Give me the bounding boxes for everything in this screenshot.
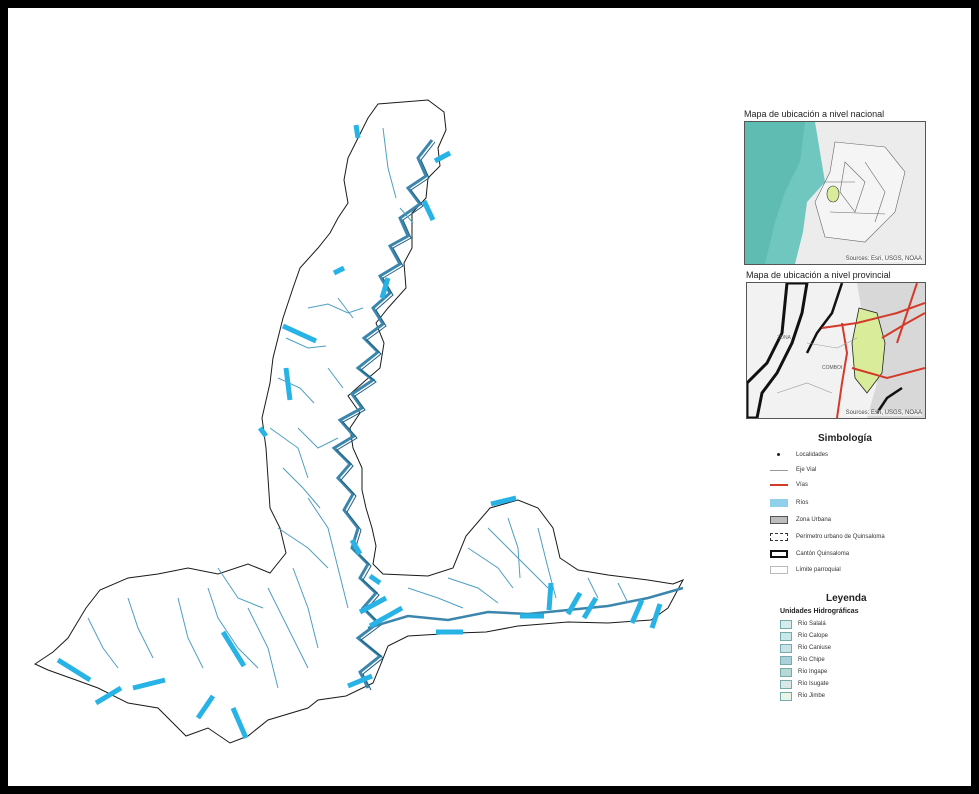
hydro-unit-item: Río Chipe xyxy=(780,655,825,665)
inset-provincial-label-left: ZONA xyxy=(777,335,791,341)
hydro-swatch xyxy=(780,631,792,641)
hydro-swatch xyxy=(780,643,792,653)
inset-provincial-label-center: COMBOI xyxy=(822,365,843,371)
symbology-item: Zona Urbana xyxy=(770,514,831,526)
symbology-item: Vías xyxy=(770,479,808,491)
legend-subtitle: Unidades Hidrográficas xyxy=(780,608,859,615)
hydro-swatch xyxy=(780,619,792,629)
hydro-unit-item: Río Jimbe xyxy=(780,691,825,701)
symbology-item: Localidades xyxy=(770,449,828,461)
hydro-swatch xyxy=(780,667,792,677)
legend-title: Leyenda xyxy=(826,593,867,604)
dot-icon xyxy=(770,451,788,459)
main-river-bank xyxy=(336,141,436,691)
inset-provincial-map[interactable]: ZONA COMBOI Sources: Esri, USGS, NOAA xyxy=(746,282,926,419)
highlighted-outlets xyxy=(56,124,663,739)
inset-national-map[interactable]: Sources: Esri, USGS, NOAA xyxy=(744,121,926,265)
symbology-item: Ríos xyxy=(770,497,808,509)
main-river xyxy=(331,139,434,689)
main-map xyxy=(33,99,685,744)
map-sheet: Mapa de ubicación a nivel nacional Sourc… xyxy=(8,8,971,786)
thin-box-icon xyxy=(770,566,788,574)
hydro-unit-item: Río Isugate xyxy=(780,679,829,689)
inset-national-credit: Sources: Esri, USGS, NOAA xyxy=(845,256,922,262)
blue-fill-icon xyxy=(770,499,788,507)
inset-provincial-title: Mapa de ubicación a nivel provincial xyxy=(746,270,891,280)
inset-provincial-credit: Sources: Esri, USGS, NOAA xyxy=(845,410,922,416)
hydro-swatch xyxy=(780,691,792,701)
hydro-unit-item: Río Calope xyxy=(780,631,828,641)
hydro-unit-item: Río Caniuse xyxy=(780,643,831,653)
symbology-title: Simbología xyxy=(818,433,872,444)
inset-national-title: Mapa de ubicación a nivel nacional xyxy=(744,109,885,119)
dashed-box-icon xyxy=(770,533,788,541)
symbology-item: Cantón Quinsaloma xyxy=(770,548,849,560)
canton-marker-national xyxy=(826,185,840,203)
symbology-item: Eje Vial xyxy=(770,464,816,476)
gray-fill-icon xyxy=(770,516,788,524)
hydro-unit-item: Río Salalá xyxy=(780,619,826,629)
hydro-unit-item: Río Ingape xyxy=(780,667,827,677)
tributaries xyxy=(87,127,629,689)
thick-box-icon xyxy=(770,550,788,558)
hydro-swatch xyxy=(780,679,792,689)
symbology-item: Perímetro urbano de Quinsaloma xyxy=(770,531,885,543)
canton-boundary xyxy=(33,99,685,744)
hydro-swatch xyxy=(780,655,792,665)
red-line-icon xyxy=(770,481,788,489)
symbology-item: Límite parroquial xyxy=(770,564,841,576)
gray-line-icon xyxy=(770,466,788,474)
